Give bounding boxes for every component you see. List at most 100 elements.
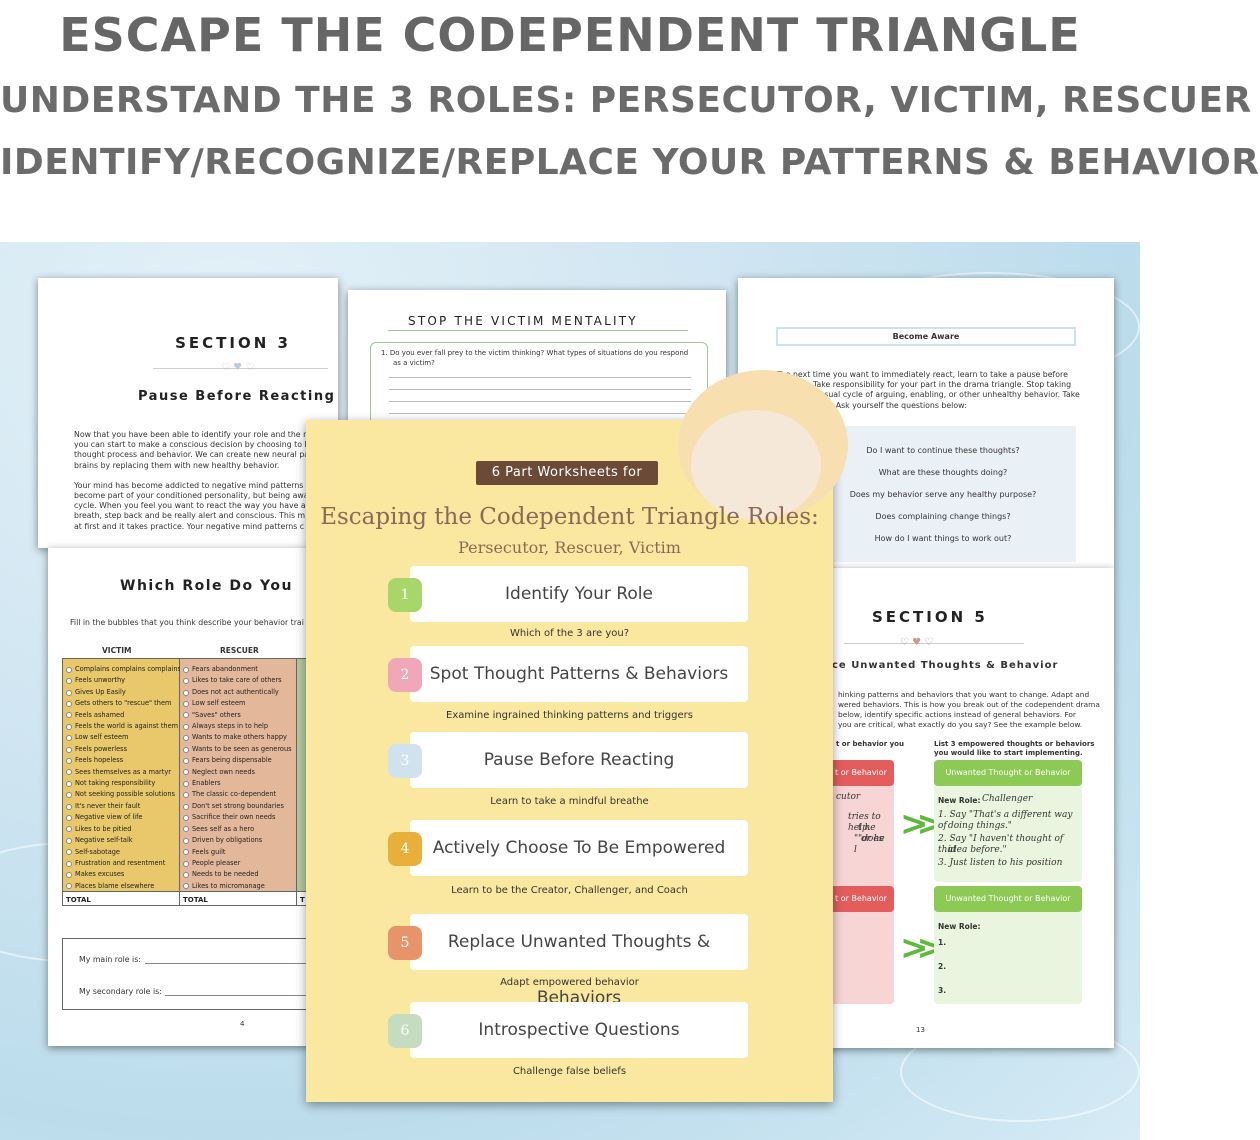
role-trait[interactable]: The classic co-dependent	[183, 789, 293, 800]
bubble-checkbox[interactable]	[183, 712, 189, 719]
role-trait[interactable]: Likes to take care of others	[183, 675, 293, 686]
role-trait[interactable]: Neglect own needs	[183, 767, 293, 778]
bubble-checkbox[interactable]	[66, 757, 72, 764]
role-trait[interactable]: Driven by obligations	[183, 835, 293, 846]
bubble-checkbox[interactable]	[183, 757, 189, 764]
role-trait[interactable]: Feels the world is against them	[66, 721, 178, 732]
bubble-checkbox[interactable]	[183, 803, 189, 810]
role-trait[interactable]: Feels ashamed	[66, 710, 176, 721]
role-trait[interactable]: Does not act authentically	[183, 687, 293, 698]
role-trait[interactable]: Not taking responsibility	[66, 778, 176, 789]
answer-line[interactable]	[389, 389, 691, 390]
role-trait[interactable]: People pleaser	[183, 858, 293, 869]
victim-total: TOTAL	[63, 891, 179, 905]
handwriting: 1. Say "That's a different way of	[938, 810, 1073, 831]
bubble-checkbox[interactable]	[66, 837, 72, 844]
bubble-checkbox[interactable]	[66, 826, 72, 833]
role-trait[interactable]: Fears being dispensable	[183, 755, 293, 766]
body-line: a deep breath. Ask yourself the question…	[776, 400, 967, 410]
role-trait[interactable]: Self-sabotage	[66, 847, 176, 858]
role-trait[interactable]: Low self esteem	[66, 732, 176, 743]
bubble-checkbox[interactable]	[183, 792, 189, 799]
bubble-checkbox[interactable]	[66, 735, 72, 742]
bubble-checkbox[interactable]	[183, 735, 189, 742]
answer-line[interactable]	[389, 377, 691, 378]
role-trait[interactable]: Frustration and resentment	[66, 858, 176, 869]
arrow-right-icon: >>	[900, 928, 945, 968]
bubble-checkbox[interactable]	[183, 883, 189, 890]
role-trait[interactable]: Fears abandonment	[183, 664, 293, 675]
role-trait[interactable]: Feels hopeless	[66, 755, 176, 766]
bubble-checkbox[interactable]	[183, 849, 189, 856]
bubble-checkbox[interactable]	[66, 792, 72, 799]
role-trait[interactable]: It's never their fault	[66, 801, 176, 812]
bubble-checkbox[interactable]	[66, 860, 72, 867]
bubble-checkbox[interactable]	[66, 689, 72, 696]
role-trait[interactable]: Low self esteem	[183, 698, 293, 709]
bubble-checkbox[interactable]	[66, 769, 72, 776]
role-trait[interactable]: Wants to be seen as generous	[183, 744, 293, 755]
bubble-checkbox[interactable]	[66, 678, 72, 685]
role-trait[interactable]: Enablers	[183, 778, 293, 789]
bubble-checkbox[interactable]	[183, 814, 189, 821]
bubble-checkbox[interactable]	[66, 814, 72, 821]
role-trait[interactable]: Wants to make others happy	[183, 732, 293, 743]
role-trait[interactable]: Makes excuses	[66, 869, 176, 880]
role-trait[interactable]: Always steps in to help	[183, 721, 293, 732]
role-trait[interactable]: "Saves" others	[183, 710, 293, 721]
role-trait[interactable]: Sacrifice their own needs	[183, 812, 293, 823]
answer-line[interactable]	[389, 413, 691, 414]
role-trait[interactable]: Don't set strong boundaries	[183, 801, 293, 812]
role-trait[interactable]: Needs to be needed	[183, 869, 293, 880]
role-trait[interactable]: Negative self-talk	[66, 835, 176, 846]
bubble-checkbox[interactable]	[183, 860, 189, 867]
answer-line[interactable]	[389, 401, 691, 402]
cover-item-label: Replace Unwanted Thoughts & Behaviors	[410, 914, 748, 1008]
blank-replacement-panel[interactable]: Unwanted Thought or Behavior New Role: 1…	[934, 886, 1082, 1004]
bubble-checkbox[interactable]	[183, 723, 189, 730]
role-trait[interactable]: Sees self as a hero	[183, 824, 293, 835]
bubble-checkbox[interactable]	[66, 780, 72, 787]
bubble-checkbox[interactable]	[66, 666, 72, 673]
bubble-checkbox[interactable]	[183, 769, 189, 776]
role-trait[interactable]: Sees themselves as a martyr	[66, 767, 176, 778]
role-trait[interactable]: Likes to be pitied	[66, 824, 176, 835]
bubble-checkbox[interactable]	[66, 723, 72, 730]
bubble-checkbox[interactable]	[183, 689, 189, 696]
bubble-checkbox[interactable]	[66, 849, 72, 856]
bubble-checkbox[interactable]	[66, 712, 72, 719]
role-trait[interactable]: Feels unworthy	[66, 675, 176, 686]
example-unwanted-panel: t or Behavior cutor tries to help. t he …	[828, 760, 894, 892]
role-trait[interactable]: Gives Up Easily	[66, 687, 176, 698]
decorative-blob	[691, 410, 821, 520]
bubble-checkbox[interactable]	[183, 780, 189, 787]
role-trait[interactable]: Places blame elsewhere	[66, 881, 176, 892]
bubble-checkbox[interactable]	[66, 746, 72, 753]
bubble-checkbox[interactable]	[183, 700, 189, 707]
role-trait[interactable]: Not seeking possible solutions	[66, 789, 176, 800]
bubble-checkbox[interactable]	[66, 803, 72, 810]
main-role-line[interactable]	[145, 963, 315, 964]
bubble-checkbox[interactable]	[183, 746, 189, 753]
bubble-checkbox[interactable]	[66, 883, 72, 890]
bubble-checkbox[interactable]	[183, 872, 189, 879]
bubble-checkbox[interactable]	[183, 837, 189, 844]
bubble-checkbox[interactable]	[66, 700, 72, 707]
role-trait[interactable]: Negative view of life	[66, 812, 176, 823]
trait-label: Fears being dispensable	[192, 756, 272, 765]
role-trait[interactable]: Gets others to "rescue" them	[66, 698, 176, 709]
secondary-role-line[interactable]	[165, 995, 315, 996]
bubble-checkbox[interactable]	[183, 666, 189, 673]
bubble-checkbox[interactable]	[183, 826, 189, 833]
bubble-checkbox[interactable]	[183, 678, 189, 685]
role-trait[interactable]: Complains complains complains	[66, 664, 181, 675]
new-role-label: New Role:	[938, 922, 981, 931]
bubble-checkbox[interactable]	[66, 872, 72, 879]
role-trait[interactable]: Feels powerless	[66, 744, 176, 755]
blank-unwanted-panel[interactable]: t or Behavior	[828, 886, 894, 1004]
worksheet-page-section5: SECTION 5 ♡ ♥ ♡ ce Unwanted Thoughts & B…	[808, 568, 1114, 1048]
role-trait[interactable]: Likes to micromanage	[183, 881, 293, 892]
role-trait[interactable]: Feels guilt	[183, 847, 293, 858]
